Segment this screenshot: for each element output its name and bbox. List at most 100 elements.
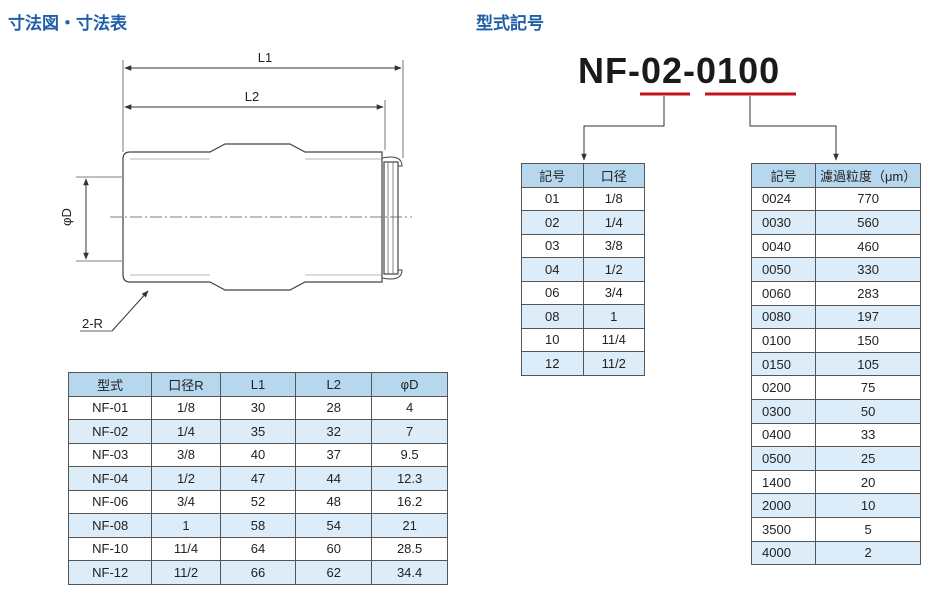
filter-code-leader — [749, 96, 839, 161]
dimension-table-cell: NF-04 — [67, 466, 153, 491]
filter-table-cell: 0024 — [750, 186, 817, 212]
dimension-table-header-cell: 口径R — [151, 372, 221, 397]
port-table-cell: 1/4 — [582, 210, 645, 235]
dimension-table-cell: 7 — [371, 419, 448, 444]
port-code-leader — [581, 96, 665, 161]
dimension-table-cell: 30 — [219, 395, 297, 420]
dimension-table-cell: 1/8 — [151, 395, 221, 420]
port-table-header-cell: 記号 — [521, 163, 584, 188]
port-table-cell: 08 — [521, 304, 584, 329]
dimension-table-cell: 58 — [219, 513, 297, 538]
port-table-cell: 3/8 — [582, 233, 645, 258]
dimension-table-cell: NF-10 — [67, 536, 153, 561]
filter-table-header-row: 記号濾過粒度（μm） — [750, 163, 921, 188]
filter-table-cell: 770 — [815, 186, 921, 212]
filter-table-cell: 0400 — [750, 422, 817, 448]
dimension-table-cell: NF-03 — [67, 442, 153, 467]
model-code-heading: 型式記号 — [476, 14, 544, 34]
dimension-table-cell: NF-12 — [67, 560, 153, 585]
port-table-cell: 1/8 — [582, 186, 645, 211]
dimension-table-cell: 40 — [219, 442, 297, 467]
port-table-cell: 04 — [521, 257, 584, 282]
dimension-heading: 寸法図・寸法表 — [8, 14, 127, 34]
dimension-table-header-cell: 型式 — [67, 372, 153, 397]
dimension-table-cell: 21 — [371, 513, 448, 538]
filter-cap-bottom — [381, 269, 403, 280]
dimension-table-cell: 1/4 — [151, 419, 221, 444]
dimension-table-header-cell: L2 — [295, 372, 373, 397]
filter-table-cell: 0150 — [750, 351, 817, 377]
filter-table-cell: 3500 — [750, 516, 817, 542]
dimension-table-cell: 1 — [151, 513, 221, 538]
dimension-table-cell: NF-08 — [67, 513, 153, 538]
dimension-table-cell: 60 — [295, 536, 373, 561]
dimension-table-header-cell: φD — [371, 372, 448, 397]
model-code-filter: 0100 — [696, 50, 781, 91]
dimension-table-cell: 12.3 — [371, 466, 448, 491]
filter-table-cell: 5 — [815, 516, 921, 542]
filter-table-cell: 10 — [815, 493, 921, 518]
l1-label: L1 — [258, 50, 272, 65]
dimension-table-cell: 35 — [219, 419, 297, 444]
dimension-table-cell: 3/8 — [151, 442, 221, 467]
filter-table-cell: 25 — [815, 446, 921, 471]
filter-table-cell: 330 — [815, 257, 921, 282]
dimension-table-cell: NF-06 — [67, 489, 153, 514]
port-table-cell: 11/2 — [582, 351, 645, 376]
port-table-header-cell: 口径 — [582, 163, 645, 188]
dimension-table-cell: 34.4 — [371, 560, 448, 585]
dimension-table-cell: 4 — [371, 395, 448, 420]
dimension-drawing: L1 L2 φD 2-R — [59, 50, 412, 332]
dimension-table-cell: 1/2 — [151, 466, 221, 491]
port-table-header-row: 記号口径 — [521, 163, 645, 188]
dimension-table-cell: 52 — [219, 489, 297, 514]
filter-table-cell: 0500 — [750, 446, 817, 471]
dimension-table-cell: 28.5 — [371, 536, 448, 561]
dimension-table-cell: 64 — [219, 536, 297, 561]
model-code-prefix: NF- — [578, 50, 641, 91]
filter-table-cell: 0060 — [750, 280, 817, 306]
filter-table-cell: 0200 — [750, 375, 817, 400]
dimension-table-cell: NF-02 — [67, 419, 153, 444]
port-table-cell: 01 — [521, 186, 584, 211]
filter-table-cell: 1400 — [750, 469, 817, 495]
dimension-table-cell: 66 — [219, 560, 297, 585]
dimension-table-cell: 62 — [295, 560, 373, 585]
filter-table-cell: 0080 — [750, 304, 817, 330]
filter-screen — [383, 161, 399, 275]
filter-table-cell: 460 — [815, 233, 921, 259]
model-code-separator: - — [683, 50, 697, 91]
filter-table-cell: 33 — [815, 422, 921, 448]
dimension-table-cell: 44 — [295, 466, 373, 491]
filter-table-header-cell: 濾過粒度（μm） — [815, 163, 921, 188]
port-table-cell: 03 — [521, 233, 584, 258]
model-code-example: NF-02-0100 — [578, 50, 780, 92]
dimension-table-cell: 37 — [295, 442, 373, 467]
filter-table-header-cell: 記号 — [750, 163, 817, 188]
filter-table-cell: 50 — [815, 398, 921, 424]
dimension-table-cell: 16.2 — [371, 489, 448, 514]
diameter-label: φD — [59, 208, 74, 226]
